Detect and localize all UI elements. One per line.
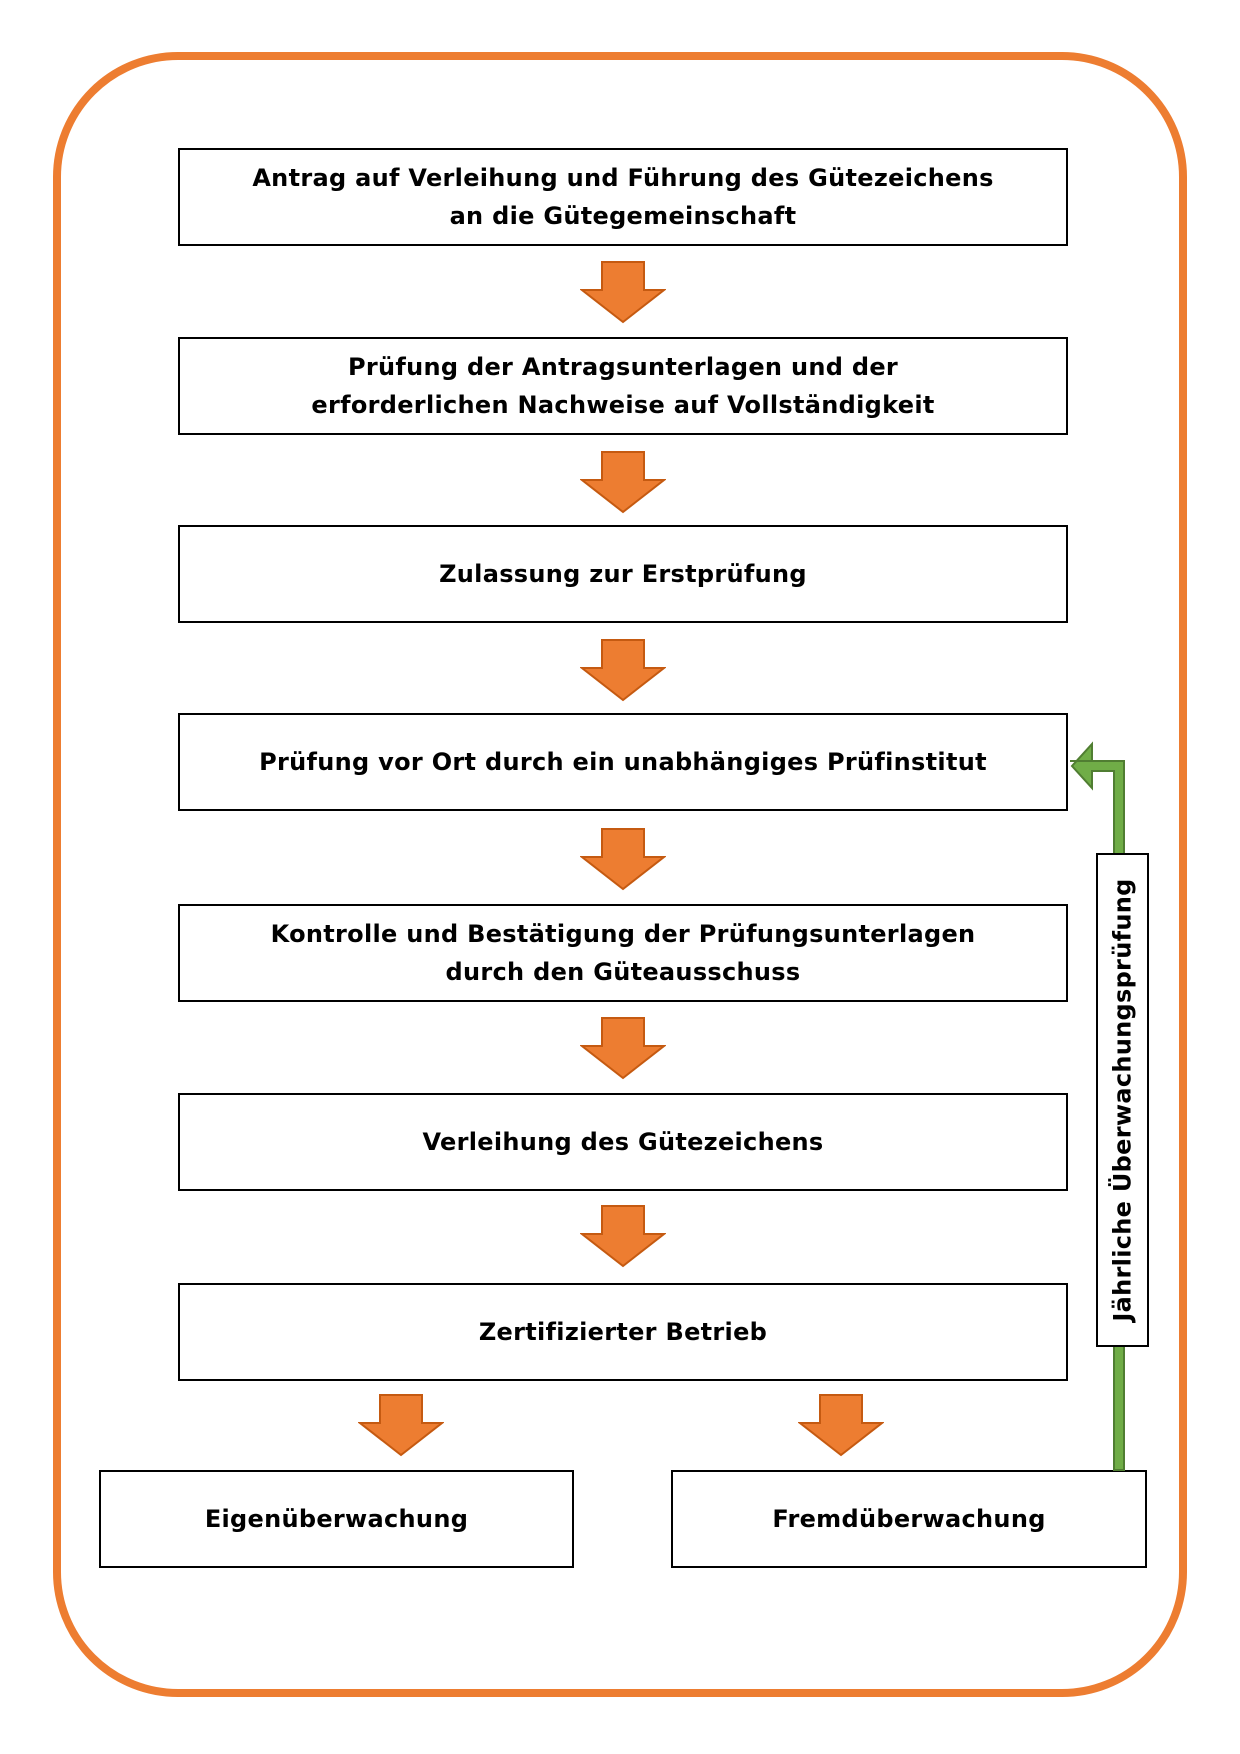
page-border-frame	[53, 52, 1187, 1697]
step-kontrolle-line-1: Kontrolle und Bestätigung der Prüfungsun…	[270, 920, 976, 948]
annual-inspection-label: Jährliche Überwachungsprüfung	[1108, 878, 1137, 1322]
step-pruefung-unterlagen-line-1: Prüfung der Antragsunterlagen und der	[347, 353, 899, 381]
step-kontrolle-line-2: durch den Güteausschuss	[445, 958, 801, 986]
branch-fremdueberwachung: Fremdüberwachung	[671, 1470, 1147, 1568]
down-arrow-icon	[580, 639, 666, 702]
step-antrag-line-1: Antrag auf Verleihung und Führung des Gü…	[252, 164, 994, 192]
step-kontrolle: Kontrolle und Bestätigung der Prüfungsun…	[178, 904, 1068, 1002]
branch-eigenueberwachung-label: Eigenüberwachung	[204, 1505, 469, 1533]
down-arrow-icon	[580, 828, 666, 891]
branch-fremdueberwachung-label: Fremdüberwachung	[772, 1505, 1046, 1533]
step-zulassung: Zulassung zur Erstprüfung	[178, 525, 1068, 623]
step-zertifizierter-betrieb-line-1: Zertifizierter Betrieb	[478, 1318, 768, 1346]
down-arrow-icon	[580, 1017, 666, 1080]
step-pruefung-unterlagen-line-2: erforderlichen Nachweise auf Vollständig…	[311, 391, 935, 419]
annual-inspection-label-box: Jährliche Überwachungsprüfung	[1096, 853, 1149, 1347]
down-arrow-icon	[358, 1394, 444, 1457]
branch-eigenueberwachung: Eigenüberwachung	[99, 1470, 574, 1568]
step-antrag-line-2: an die Gütegemeinschaft	[449, 202, 797, 230]
down-arrow-icon	[580, 1205, 666, 1268]
step-zulassung-line-1: Zulassung zur Erstprüfung	[439, 560, 807, 588]
step-verleihung: Verleihung des Gütezeichens	[178, 1093, 1068, 1191]
down-arrow-icon	[798, 1394, 884, 1457]
step-pruefung-vor-ort: Prüfung vor Ort durch ein unabhängiges P…	[178, 713, 1068, 811]
step-zertifizierter-betrieb: Zertifizierter Betrieb	[178, 1283, 1068, 1381]
down-arrow-icon	[580, 451, 666, 514]
step-verleihung-line-1: Verleihung des Gütezeichens	[422, 1128, 824, 1156]
step-antrag: Antrag auf Verleihung und Führung des Gü…	[178, 148, 1068, 246]
step-pruefung-unterlagen: Prüfung der Antragsunterlagen und der er…	[178, 337, 1068, 435]
down-arrow-icon	[580, 261, 666, 324]
step-pruefung-vor-ort-line-1: Prüfung vor Ort durch ein unabhängiges P…	[259, 748, 987, 776]
